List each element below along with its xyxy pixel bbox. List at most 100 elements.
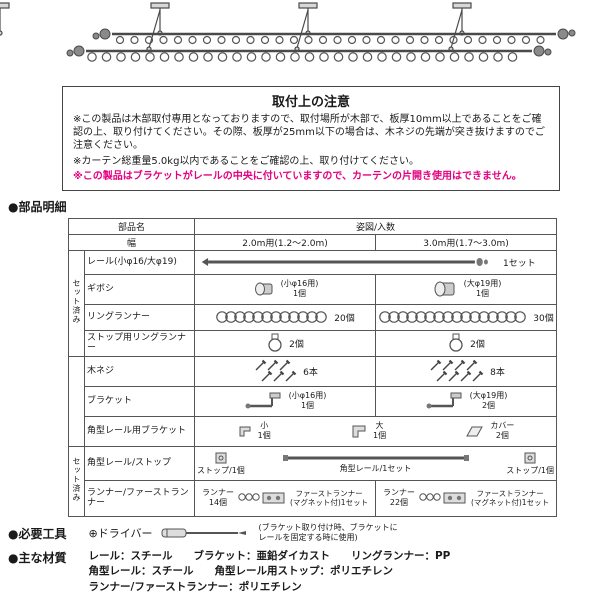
square-bracket-small-icon	[239, 426, 251, 437]
wood-screw-3m-qty: 8本	[490, 367, 505, 378]
table-header-row-2: 幅 2.0m用(1.2〜2.0m) 3.0m用(1.7〜3.0m)	[67, 233, 558, 251]
ring-runner-3m-qty: 30個	[533, 313, 554, 324]
part-name-stop-ring-runner: ストップ用リングランナー	[83, 329, 196, 357]
cell-wood-screw-3m: 8本	[375, 355, 558, 387]
row-rail: セット済み レール(小φ16/大φ19) 1セット	[68, 249, 558, 357]
header-col-2m: 2.0m用(1.2〜2.0m)	[194, 233, 377, 251]
materials-lines: レール：スチール ブラケット：亜鉛ダイカスト リングランナー：PP 角型レール：…	[88, 549, 450, 596]
materials-section-title: ●主な材質	[8, 550, 67, 565]
ring-runner-chain-icon	[216, 311, 328, 323]
square-bracket-large-icon	[352, 425, 366, 438]
cell-giboshi-3m: (大φ19用) 1個	[375, 273, 558, 305]
ring-runner-chain-icon	[379, 311, 527, 323]
cell-runner-3m: ランナー 22個 ファーストランナー (マグネット付)1セット	[375, 479, 558, 517]
cell-ring-runner-2m: 20個	[194, 303, 377, 331]
giboshi-large-icon	[434, 281, 455, 297]
row-ring-runner: リングランナー 20個 30個	[69, 303, 558, 331]
curtain-rail-illustration	[0, 0, 600, 86]
runner-3m-qty: ランナー 22個	[382, 488, 415, 508]
set-group-bottom-label: セット済み	[72, 457, 81, 503]
header-part-name: 部品名	[67, 217, 196, 235]
bracket-cover-qty: カバー 2個	[490, 421, 515, 441]
stop-ring-runner-3m-qty: 2個	[470, 339, 485, 350]
curtain-rail-drawing	[0, 2, 576, 62]
set-group-top: セット済み	[68, 249, 85, 357]
row-giboshi: ギボシ (小φ16用) 1個	[69, 273, 558, 305]
set-group-top-label: セット済み	[72, 279, 81, 325]
row-stop-ring-runner: ストップ用リングランナー 2個 2個	[69, 329, 558, 357]
row-runner: ランナー/ファーストランナー ランナー 14個	[69, 479, 558, 517]
part-name-wood-screw: 木ネジ	[83, 355, 196, 387]
materials-line-1: レール：スチール ブラケット：亜鉛ダイカスト リングランナー：PP	[88, 549, 451, 562]
materials-section: ●主な材質 レール：スチール ブラケット：亜鉛ダイカスト リングランナー：PP …	[8, 549, 600, 596]
parts-table: 部品名 姿図/入数 幅 2.0m用(1.2〜2.0m) 3.0m用(1.7〜3.…	[67, 217, 558, 517]
giboshi-small-icon	[254, 282, 273, 296]
materials-line-3: ランナー/ファーストランナー：ポリエチレン	[88, 581, 302, 594]
cell-bracket-2m: (小φ16用) 1個	[194, 385, 377, 417]
first-runner-3m-qty: ファーストランナー (マグネット付)1セット	[470, 489, 550, 508]
notice-title: 取付上の注意	[271, 95, 350, 110]
part-name-ring-runner: リングランナー	[83, 303, 196, 331]
rail-rod-icon	[201, 258, 488, 267]
cell-rail: 1セット	[194, 249, 558, 275]
tools-item-label: ⊕ドライバー	[88, 527, 153, 541]
table-header-row-1: 部品名 姿図/入数	[67, 217, 558, 235]
cell-giboshi-2m: (小φ16用) 1個	[194, 273, 377, 305]
header-width: 幅	[67, 233, 196, 251]
row-square-rail-bracket: 角型レール用ブラケット 小 1個	[69, 415, 558, 447]
bracket-3m-qty: (大φ19用) 2個	[469, 391, 508, 411]
set-group-bottom: セット済み	[68, 445, 85, 517]
notice-paragraph-warning: ※この製品はブラケットがレールの中央に付いていますので、カーテンの片開き使用はで…	[73, 170, 522, 182]
square-bracket-large-qty: 大 1個	[373, 421, 387, 441]
stop-left-qty: ストップ/1個	[197, 465, 245, 475]
stop-icon	[215, 452, 227, 464]
materials-line-2: 角型レール：スチール 角型レール用ストップ：ポリエチレン	[88, 565, 393, 578]
first-runner-2m-qty: ファーストランナー (マグネット付)1セット	[289, 489, 369, 508]
part-name-bracket: ブラケット	[83, 385, 196, 417]
stop-icon	[524, 452, 536, 464]
cell-square-rail-stop: ストップ/1個 角型レール/1セット	[194, 445, 558, 481]
parts-section-title: ●部品明細	[8, 199, 67, 214]
bracket-cover-icon	[466, 426, 484, 437]
wood-screws-icon	[430, 360, 484, 382]
part-name-giboshi: ギボシ	[83, 273, 196, 305]
part-name-square-rail-stop: 角型レール/ストップ	[83, 445, 196, 481]
cell-stop-ring-runner-2m: 2個	[194, 329, 377, 357]
cell-ring-runner-3m: 30個	[375, 303, 558, 331]
stop-ring-runner-icon	[268, 333, 282, 353]
stop-ring-runner-icon	[449, 333, 463, 353]
wood-screw-2m-qty: 6本	[303, 367, 318, 378]
square-bracket-small-qty: 小 1個	[257, 421, 271, 441]
square-rail-qty: 角型レール/1セット	[339, 463, 412, 473]
row-bracket: ブラケット (小φ16用) 1個	[69, 385, 558, 417]
row-wood-screw: 木ネジ 6本 8本	[68, 355, 558, 447]
row-square-rail-stop: セット済み 角型レール/ストップ ストップ/1個	[68, 445, 558, 517]
part-name-square-rail-bracket: 角型レール用ブラケット	[83, 415, 196, 447]
header-figure-qty: 姿図/入数	[194, 217, 558, 235]
notice-paragraph-1: ※この製品は木部取付専用となっておりますので、取付場所が木部で、板厚10mm以上…	[73, 114, 545, 152]
tools-note: (ブラケット取り付け時、ブラケットに レールを固定する時に使用)	[258, 522, 398, 543]
bracket-icon	[245, 392, 281, 409]
giboshi-2m-qty: (小φ16用) 1個	[280, 279, 319, 299]
cell-runner-2m: ランナー 14個 ファーストランナー (マグネット付)1セット	[194, 479, 377, 517]
bracket-2m-qty: (小φ16用) 1個	[288, 391, 327, 411]
rail-qty: 1セット	[503, 258, 536, 269]
screwdriver-icon	[161, 528, 247, 538]
stop-ring-runner-2m-qty: 2個	[289, 339, 304, 350]
cell-square-rail-bracket: 小 1個 大 1個	[194, 415, 558, 447]
wood-screws-icon	[255, 360, 297, 382]
cell-stop-ring-runner-3m: 2個	[375, 329, 558, 357]
notice-paragraph-2: ※カーテン総重量5.0kg以内であることをご確認の上、取り付けてください。	[73, 155, 420, 167]
runner-cluster-icon	[238, 492, 285, 504]
part-name-rail: レール(小φ16/大φ19)	[83, 249, 196, 275]
part-name-runner: ランナー/ファーストランナー	[83, 479, 196, 517]
set-group-gap	[68, 355, 85, 447]
cell-bracket-3m: (大φ19用) 2個	[375, 385, 558, 417]
stop-right-qty: ストップ/1個	[506, 465, 555, 475]
cell-wood-screw-2m: 6本	[194, 355, 377, 387]
header-col-3m: 3.0m用(1.7〜3.0m)	[375, 233, 558, 251]
square-rail-rod-icon	[282, 454, 469, 461]
tools-section-title: ●必要工具	[8, 526, 67, 541]
bracket-icon	[426, 392, 462, 409]
